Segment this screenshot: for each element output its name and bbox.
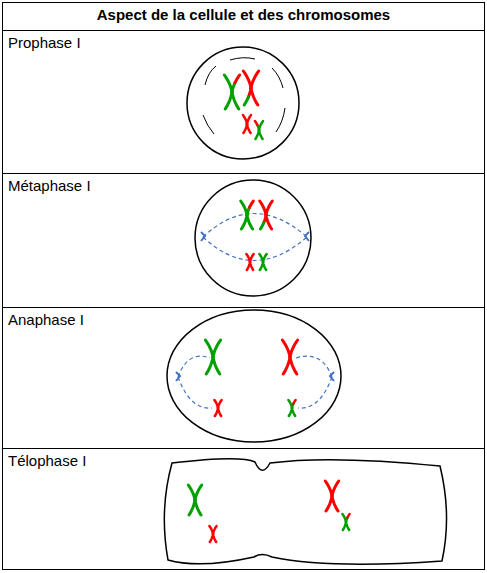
crossover-segment: [347, 514, 349, 518]
stage-name: Anaphase I: [8, 311, 84, 328]
chromatid-arm: [282, 340, 290, 357]
chromosome: [209, 526, 216, 542]
chromatid-arm: [195, 500, 201, 515]
chromatid-arm: [213, 340, 221, 357]
nuclear-envelope-fragments: [203, 58, 285, 134]
chromosome: [224, 75, 239, 109]
chromatid-arm: [218, 400, 222, 408]
chromatid-arm: [205, 340, 213, 357]
chromosome: [255, 121, 263, 139]
table-header-cell: Aspect de la cellule et des chromosomes: [2, 6, 485, 24]
crossover-segment: [235, 75, 240, 83]
spindle-pole: [176, 372, 180, 381]
spindle-fiber: [298, 377, 332, 408]
chromosome: [288, 400, 295, 416]
spindle-pole: [201, 232, 205, 241]
chromatid-arm: [247, 124, 251, 133]
envelope-fragment: [230, 58, 255, 60]
stage-name: Télophase I: [8, 452, 86, 469]
stage-label: Prophase I: [8, 34, 208, 52]
chromatid-arm: [290, 340, 298, 357]
spindle-fiber: [203, 214, 307, 238]
spindle-fiber: [203, 237, 307, 261]
chromatid-arm: [266, 215, 272, 229]
crossover-segment: [293, 400, 295, 404]
chromatid-arm: [263, 262, 266, 270]
chromatid-arm: [332, 496, 338, 511]
row-line: [3, 448, 485, 449]
chromatid-arm: [263, 254, 267, 262]
chromosome: [259, 254, 266, 270]
chromosome: [260, 201, 273, 229]
spindle-fiber: [178, 377, 212, 408]
chromatid-arm: [251, 88, 258, 105]
chromatid-arm: [259, 121, 263, 130]
row-line: [3, 30, 485, 31]
chromosome: [246, 254, 253, 270]
chromatid-arm: [346, 522, 349, 530]
chromosome: [282, 340, 297, 374]
table-grid: [3, 3, 485, 570]
dividing-cell-outline: [164, 459, 446, 564]
crossover-segment: [244, 97, 248, 105]
chromosome: [241, 201, 254, 229]
chromatid-arm: [213, 526, 217, 534]
chromosomes: [188, 71, 349, 542]
stage-label: Anaphase I: [8, 311, 208, 329]
chromosome: [325, 481, 339, 511]
chromatid-arm: [243, 71, 251, 88]
spindle-pole: [305, 232, 309, 241]
stage-name: Métaphase I: [8, 177, 91, 194]
cell-outline: [195, 180, 311, 296]
chromatid-arm: [224, 75, 232, 92]
crossover-segment: [260, 223, 263, 229]
table-border: [3, 3, 485, 570]
envelope-fragment: [205, 66, 216, 85]
chromosome: [205, 340, 220, 374]
crossover-segment: [255, 121, 257, 125]
spindle-pole: [330, 372, 334, 381]
chromatid-arm: [251, 71, 259, 88]
stage-label: Métaphase I: [8, 177, 208, 195]
chromatid-arm: [332, 481, 339, 496]
envelope-fragment: [272, 68, 283, 88]
chromatid-arm: [259, 130, 263, 139]
chromatid-arm: [266, 201, 272, 215]
stage-label: Télophase I: [8, 452, 208, 470]
chromosome: [214, 400, 221, 416]
chromatid-arm: [250, 254, 254, 262]
chromosome: [243, 115, 251, 133]
chromatid-arm: [292, 408, 295, 416]
spindle: [178, 356, 332, 408]
row-line: [3, 307, 485, 308]
chromatid-arm: [213, 534, 216, 542]
chromatid-arm: [195, 485, 202, 500]
chromatid-arm: [290, 357, 297, 374]
envelope-fragment: [276, 108, 285, 132]
chromatid-arm: [232, 92, 239, 109]
stage-name: Prophase I: [8, 34, 81, 51]
chromatid-arm: [247, 215, 253, 229]
chromatid-arm: [250, 262, 253, 270]
spindle: [203, 214, 307, 261]
chromatid-arm: [218, 408, 221, 416]
row-line: [3, 173, 485, 174]
chromosome: [243, 71, 258, 105]
cell-outline: [167, 310, 341, 442]
spindle-fiber: [296, 356, 332, 377]
chromatid-arm: [213, 357, 220, 374]
chromatid-arm: [247, 115, 251, 124]
header-text: Aspect de la cellule et des chromosomes: [97, 6, 390, 23]
chromosome: [342, 514, 349, 530]
envelope-fragment: [203, 115, 214, 134]
chromosome: [188, 485, 202, 515]
cell-outline: [187, 47, 299, 159]
crossover-segment: [250, 201, 254, 207]
